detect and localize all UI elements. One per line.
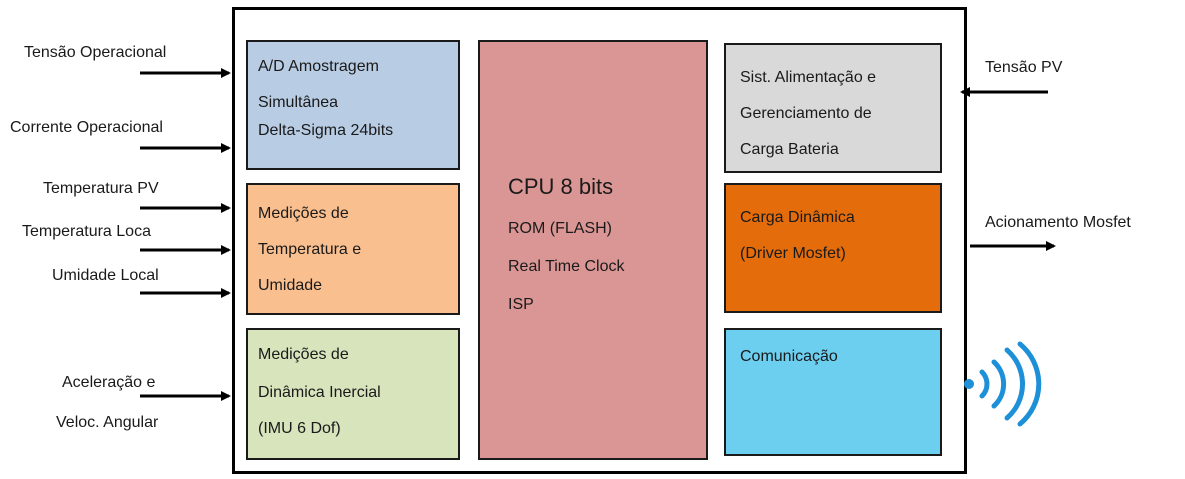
ad-line-2: Simultânea xyxy=(258,94,339,111)
label-umidade-local: Umidade Local xyxy=(52,267,159,284)
cpu-isp: ISP xyxy=(508,296,534,313)
carga-line-1: Carga Dinâmica xyxy=(740,209,855,226)
temp-line-1: Medições de xyxy=(258,205,349,222)
label-temperatura-pv: Temperatura PV xyxy=(43,180,159,197)
cpu-rtc: Real Time Clock xyxy=(508,258,625,275)
wifi-signal-icon xyxy=(964,341,1042,427)
cpu-rom: ROM (FLASH) xyxy=(508,220,612,237)
communication-block: Comunicação xyxy=(724,328,942,456)
alim-line-1: Sist. Alimentação e xyxy=(740,69,877,86)
alim-line-3: Carga Bateria xyxy=(740,141,839,158)
imu-line-2: Dinâmica Inercial xyxy=(258,384,381,401)
dynamic-load-block: Carga Dinâmica (Driver Mosfet) xyxy=(724,183,942,313)
label-acionamento-mosfet: Acionamento Mosfet xyxy=(985,214,1131,231)
ad-line-1: A/D Amostragem xyxy=(258,58,379,75)
imu-line-1: Medições de xyxy=(258,346,349,363)
imu-line-3: (IMU 6 Dof) xyxy=(258,420,341,437)
alim-line-2: Gerenciamento de xyxy=(740,105,872,122)
label-corrente-operacional: Corrente Operacional xyxy=(10,119,163,136)
imu-block: Medições de Dinâmica Inercial (IMU 6 Dof… xyxy=(246,328,460,460)
temperature-humidity-block: Medições de Temperatura e Umidade xyxy=(246,183,460,315)
cpu-block: CPU 8 bits ROM (FLASH) Real Time Clock I… xyxy=(478,40,708,460)
com-line-1: Comunicação xyxy=(740,348,838,365)
label-tensao-operacional: Tensão Operacional xyxy=(24,44,167,61)
label-tensao-pv: Tensão PV xyxy=(985,59,1063,76)
label-temperatura-loca: Temperatura Loca xyxy=(22,223,151,240)
temp-line-3: Umidade xyxy=(258,277,323,294)
label-aceleracao-1: Aceleração e xyxy=(62,374,156,391)
power-management-block: Sist. Alimentação e Gerenciamento de Car… xyxy=(724,43,942,173)
ad-line-3: Delta-Sigma 24bits xyxy=(258,122,394,139)
temp-line-2: Temperatura e xyxy=(258,241,362,258)
label-aceleracao-2: Veloc. Angular xyxy=(56,414,159,431)
cpu-title: CPU 8 bits xyxy=(508,174,614,199)
ad-converter-block: A/D Amostragem Simultânea Delta-Sigma 24… xyxy=(246,40,460,170)
carga-line-2: (Driver Mosfet) xyxy=(740,245,846,262)
